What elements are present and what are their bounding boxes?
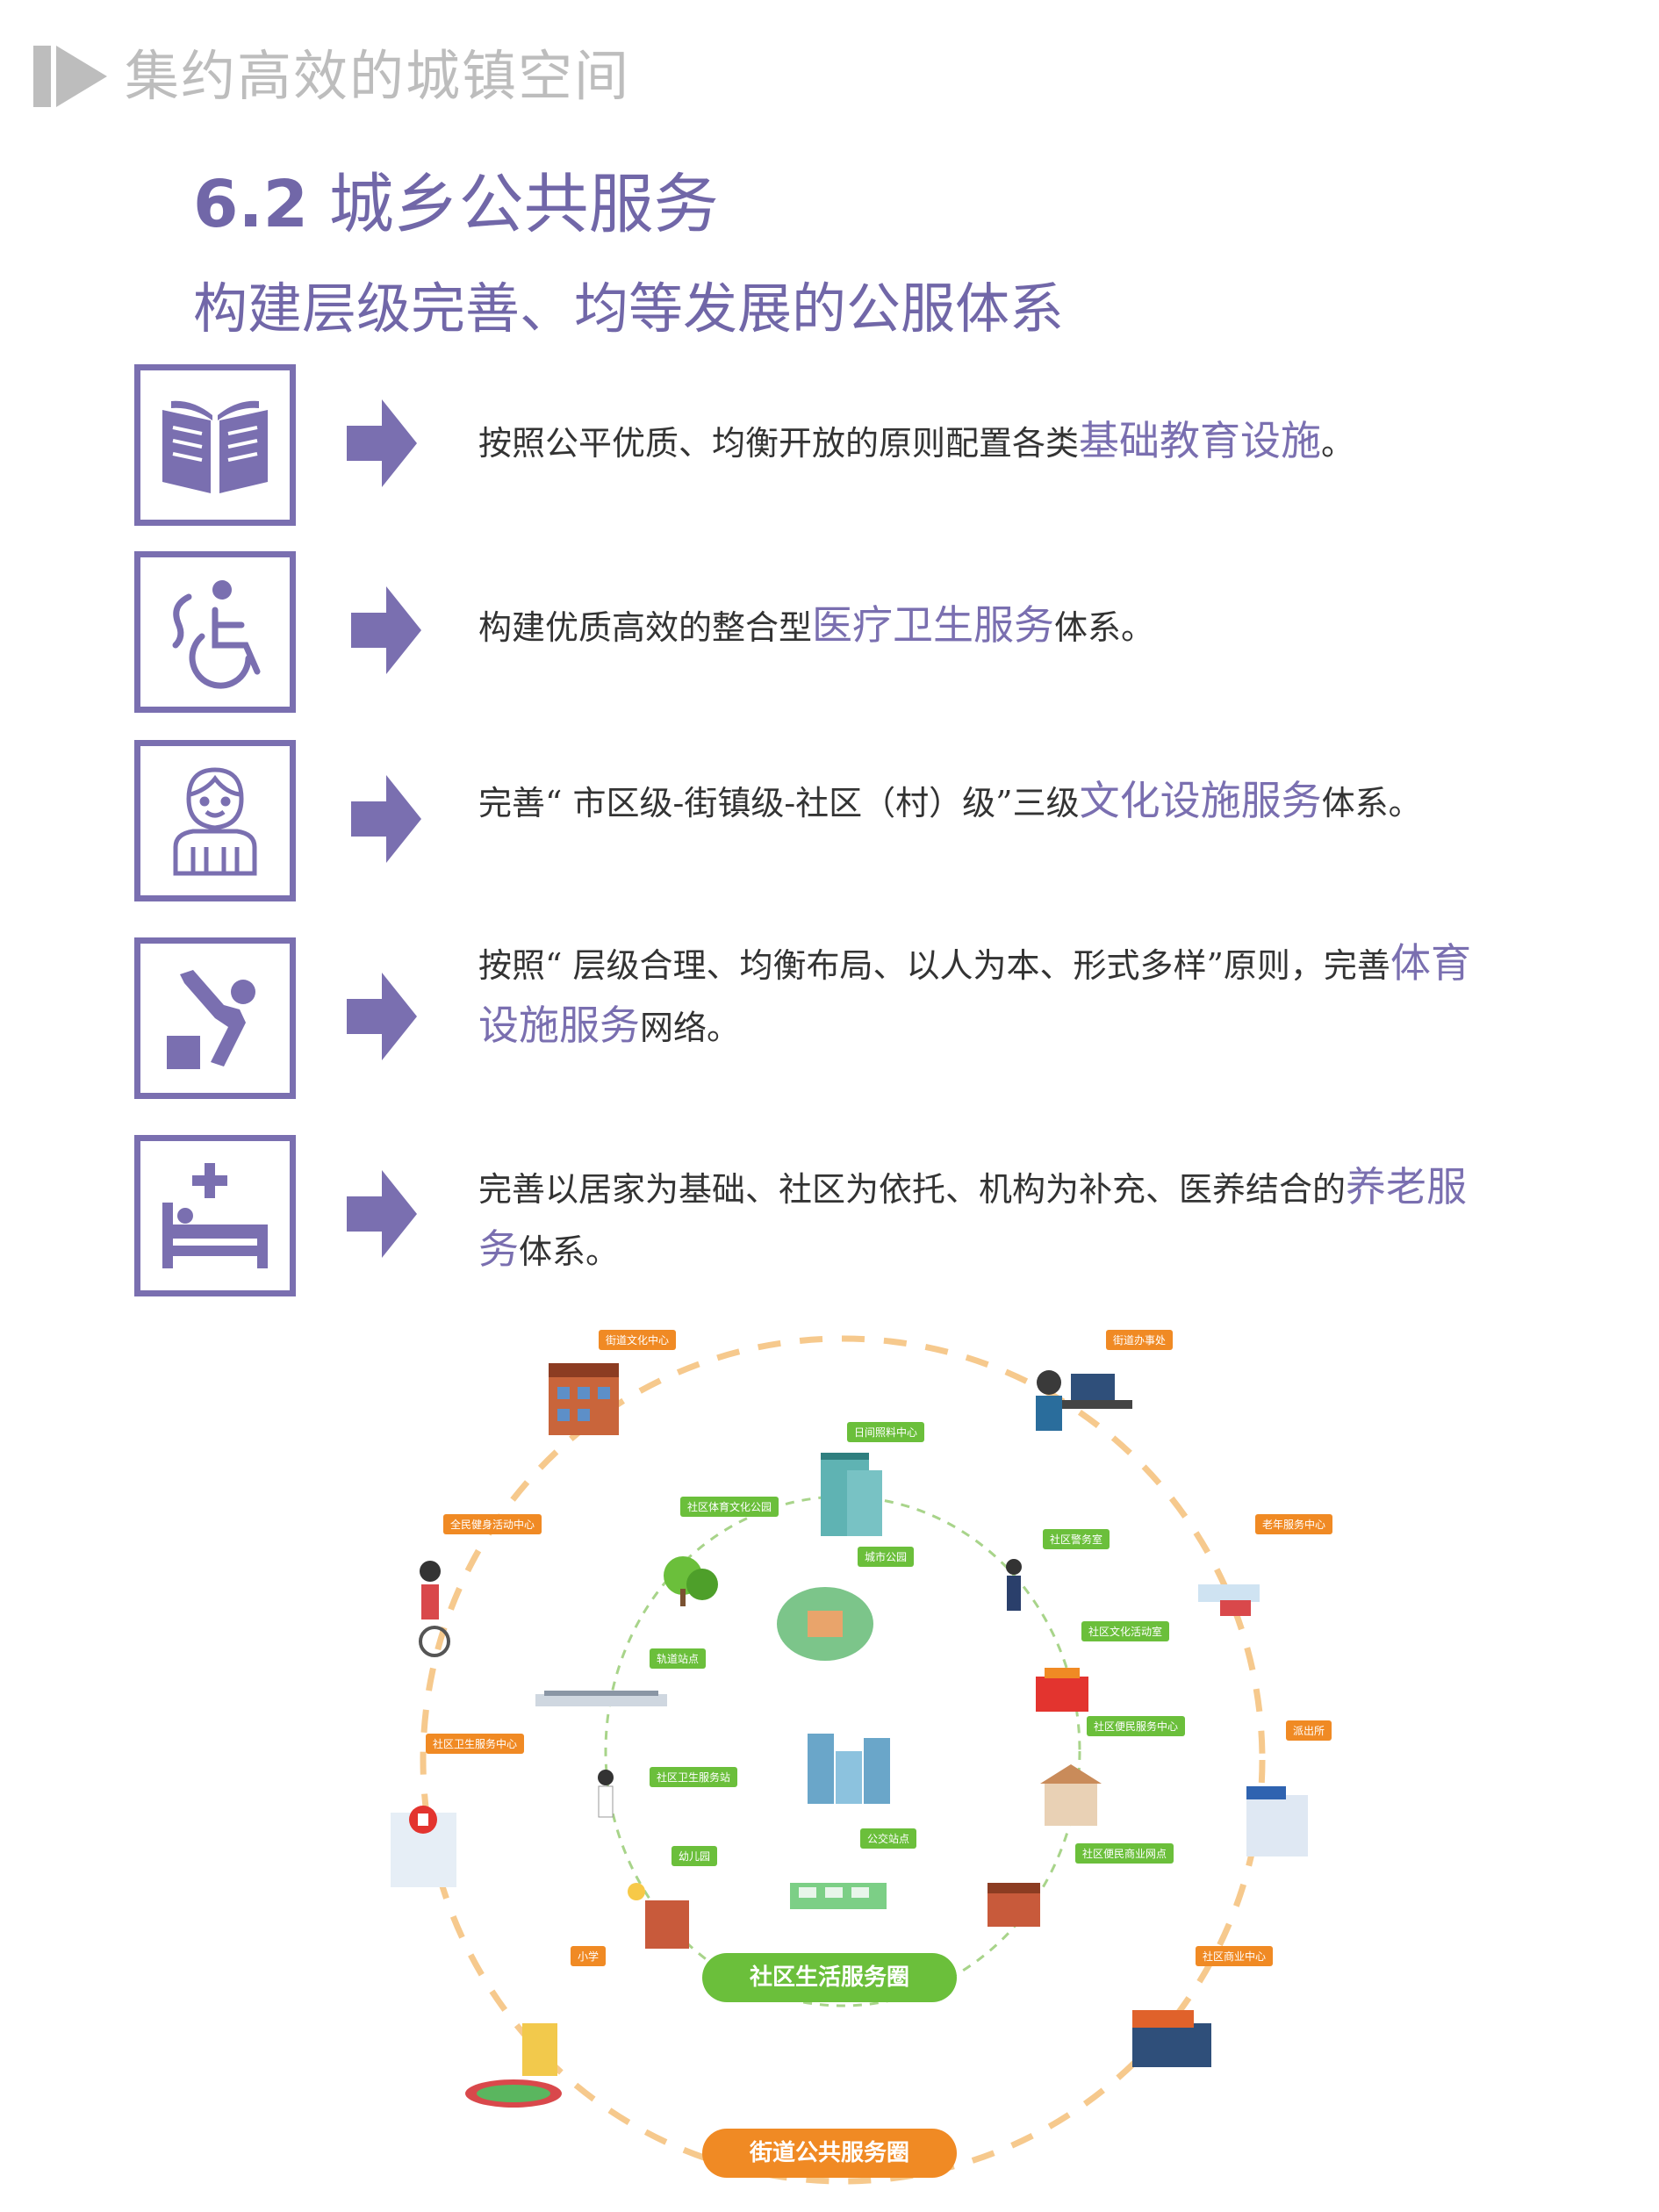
item-text: 完善以居家为基础、社区为依托、机构为补充、医养结合的 [478,1170,1347,1209]
item-text: 体系。 [519,1232,620,1271]
arrow-right-icon [351,586,421,674]
tag-subdistrict-office: 街道办事处 [1106,1330,1174,1350]
wheelchair-icon [134,551,296,713]
tag-community-sports-park: 社区体育文化公园 [680,1497,779,1517]
bus-icon [790,1883,887,1909]
building-icon [549,1363,619,1435]
item-text: 体系。 [1054,608,1155,647]
tag-bus-station: 公交站点 [860,1828,917,1849]
tag-community-service-center: 社区便民服务中心 [1087,1716,1186,1736]
tag-city-park: 城市公园 [858,1547,915,1567]
tag-elderly-center: 老年服务中心 [1255,1514,1333,1534]
arrow-right-icon [347,1170,417,1258]
kindergarten-icon [628,1883,689,1949]
tag-community-commercial-center: 社区商业中心 [1196,1946,1274,1966]
chapter-title: 集约高效的城镇空间 [125,44,631,108]
tag-community-health-station: 社区卫生服务站 [650,1767,738,1787]
item-text: 按照“ 层级合理、均衡布局、以人为本、形式多样”原则，完善 [478,946,1390,985]
hospital-icon [391,1806,456,1887]
tag-community-health-center: 社区卫生服务中心 [426,1734,525,1754]
item-text-elderly: 完善以居家为基础、社区为依托、机构为补充、医养结合的养老服务体系。 [478,1157,1497,1282]
item-text: 构建优质高效的整合型 [478,608,813,647]
fitness-icon [419,1561,450,1657]
item-text: 按照公平优质、均衡开放的原则配置各类 [478,424,1080,463]
elderly-bed-icon [1198,1584,1260,1616]
circle-rings [391,1335,1308,2185]
item-highlight: 基础教育设施 [1079,417,1322,464]
trees-icon [664,1556,718,1606]
office-desk-icon [1036,1370,1132,1431]
tag-kindergarten: 幼儿园 [672,1846,718,1866]
sports-icon [134,937,296,1099]
tag-community-culture-room: 社区文化活动室 [1081,1621,1170,1641]
item-text-education: 按照公平优质、均衡开放的原则配置各类基础教育设施。 [478,411,1497,473]
tag-street-culture-center: 街道文化中心 [599,1330,677,1350]
service-circle-diagram: 街道文化中心 街道办事处 全民健身活动中心 老年服务中心 社区卫生服务中心 派出… [369,1321,1369,2199]
item-text: 体系。 [1321,784,1422,822]
arrow-right-icon [347,399,417,487]
park-icon [777,1587,873,1661]
tag-day-care-center: 日间照料中心 [847,1422,925,1442]
person-icon [134,740,296,901]
item-text: 。 [1321,424,1355,463]
tag-community-shop: 社区便民商业网点 [1075,1843,1174,1864]
item-text: 完善“ 市区级-街镇级-社区（村）级”三级 [478,784,1080,822]
item-highlight: 文化设施服务 [1079,777,1322,824]
section-title-text: 城乡公共服务 [328,167,719,242]
outer-circle-label: 街道公共服务圈 [702,2129,957,2178]
tag-police-station: 派出所 [1286,1720,1332,1741]
item-highlight: 养老服务 [478,1163,1468,1273]
item-text-medical: 构建优质高效的整合型医疗卫生服务体系。 [478,595,1497,657]
page-subtitle: 构建层级完善、均等发展的公服体系 [193,276,1065,341]
book-icon [134,364,296,526]
tag-fitness-center: 全民健身活动中心 [443,1514,542,1534]
header-bar [33,46,51,107]
arrow-right-icon [347,973,417,1060]
police-officer-icon [1006,1559,1022,1611]
bed-icon [134,1135,296,1296]
item-highlight: 体育设施服务 [478,939,1471,1049]
mall-icon [1132,2010,1211,2067]
tag-rail-station: 轨道站点 [650,1648,707,1669]
shop-icon [988,1883,1040,1927]
service-center-icon [1040,1764,1102,1826]
section-title: 6.2 城乡公共服务 [193,165,719,244]
item-highlight: 医疗卫生服务 [812,601,1055,649]
doctor-icon [598,1770,614,1818]
item-text-culture: 完善“ 市区级-街镇级-社区（村）级”三级文化设施服务体系。 [478,771,1497,833]
inner-circle-label: 社区生活服务圈 [702,1953,957,2002]
item-text: 网络。 [640,1009,741,1047]
item-text-sports: 按照“ 层级合理、均衡布局、以人为本、形式多样”原则，完善体育设施服务网络。 [478,933,1497,1058]
tag-primary-school: 小学 [571,1946,607,1966]
city-buildings-icon [808,1734,890,1804]
school-icon [465,2023,562,2108]
tower-icon [821,1453,882,1536]
culture-room-icon [1036,1668,1088,1712]
police-station-icon [1246,1786,1308,1856]
train-icon [535,1691,667,1706]
arrow-right-icon [351,775,421,863]
section-number: 6.2 [193,167,309,242]
play-icon [56,46,107,107]
tag-community-police-room: 社区警务室 [1043,1529,1110,1549]
